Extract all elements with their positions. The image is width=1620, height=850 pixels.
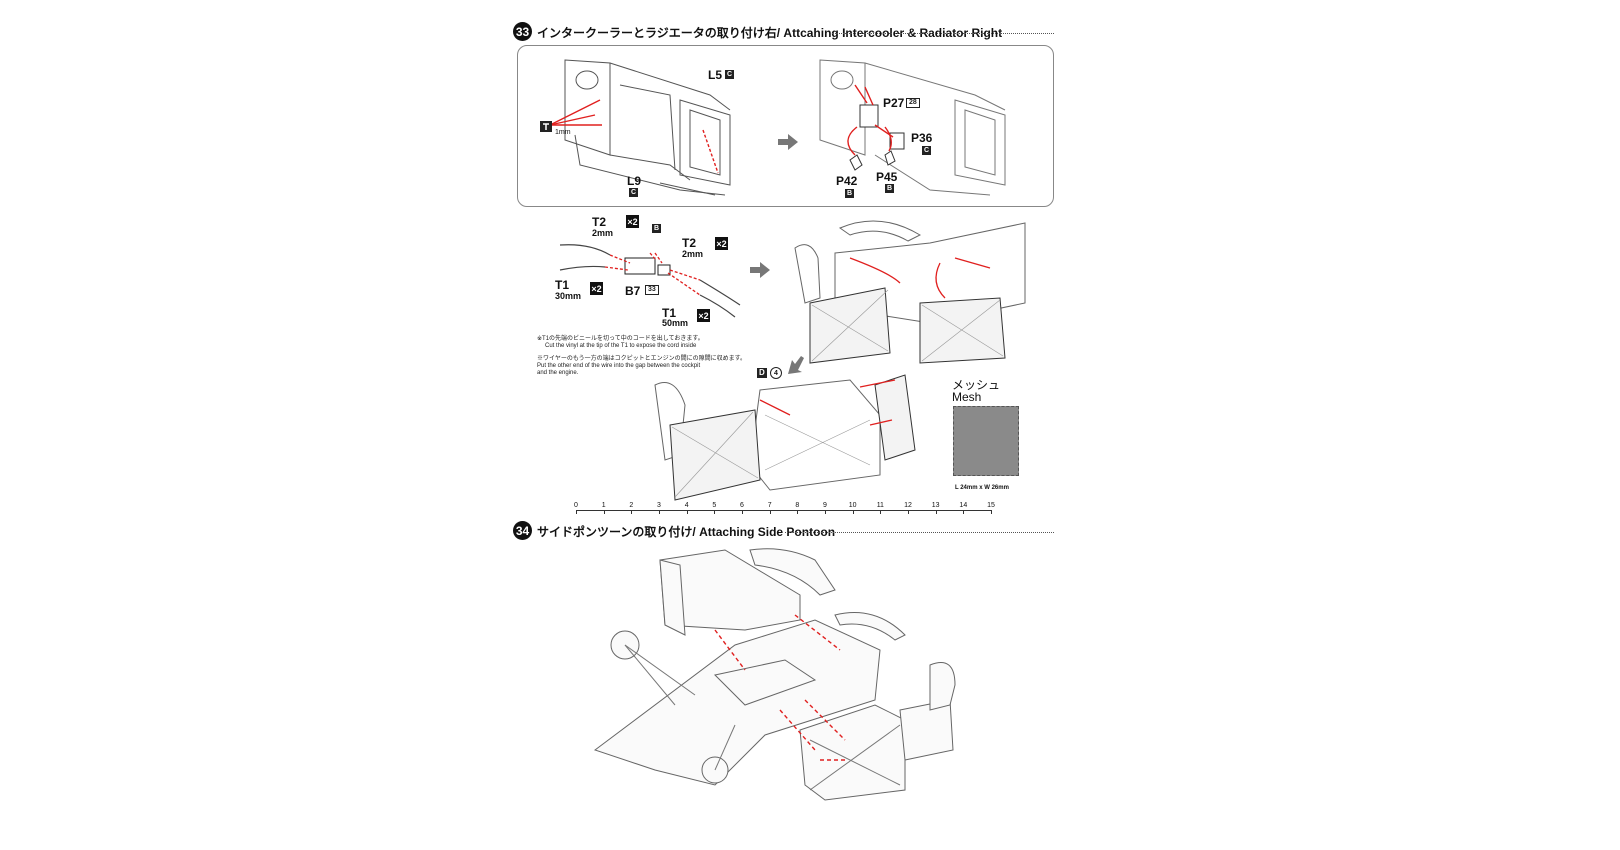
mesh-label-japanese: メッシュ — [952, 378, 1001, 392]
ruler-tick-label: 1 — [601, 502, 606, 509]
ruler-tick-label: 3 — [657, 502, 661, 509]
part-badge-b: B — [652, 224, 662, 233]
step-33-panel-1 — [517, 45, 1054, 207]
next-step-arrow-3 — [788, 356, 804, 374]
mesh-size-label: L 24mm x W 26mm — [955, 485, 1009, 491]
ruler-tick-label: 15 — [987, 502, 995, 509]
qty-badge-t2-a: ×2 — [626, 215, 639, 228]
ruler-tick-label: 10 — [848, 502, 857, 509]
ruler-tick-label: 14 — [959, 502, 968, 509]
ruler-tick-label: 2 — [629, 502, 634, 509]
ruler-tick — [576, 510, 577, 514]
qty-badge-t2-b: ×2 — [715, 237, 728, 250]
title-divider — [832, 33, 1054, 34]
part-label-p36: P36 — [911, 131, 933, 145]
part-label-l5: L5 — [708, 68, 723, 82]
part-badge-p36: C — [922, 146, 932, 155]
sidepod-frame-drawing-left — [549, 59, 731, 196]
ruler-tick-label: 5 — [712, 502, 717, 509]
ruler-tick — [769, 510, 771, 514]
radiator-intercooler-drawing — [794, 220, 1026, 364]
ruler-tick-label: 9 — [823, 502, 827, 509]
ruler-tick-label: 0 — [574, 502, 578, 509]
ruler-line — [576, 510, 991, 511]
wire-label-t2-a: T2 — [592, 215, 607, 229]
ruler-tick-label: 4 — [684, 502, 689, 509]
ruler-tick — [852, 510, 854, 514]
ruler-tick-label: 6 — [740, 502, 744, 509]
part-label-p27: P27 — [883, 96, 905, 110]
ruler-tick-label: 7 — [767, 502, 772, 509]
qty-badge-t1-a: ×2 — [590, 282, 603, 295]
step-34-title: サイドポンツーンの取り付け/ Attaching Side Pontoon — [537, 525, 836, 539]
step-34-number: 34 — [513, 521, 532, 540]
part-badge-b7: 33 — [645, 285, 659, 295]
ruler-tick — [880, 510, 882, 514]
ruler-tick — [686, 510, 688, 514]
step-33-title: インタークーラーとラジエータの取り付け右/ Attcahing Intercoo… — [537, 26, 1003, 40]
next-step-arrow-2 — [750, 262, 770, 278]
decal-number: 4 — [770, 367, 782, 379]
part-label-p45: P45 — [876, 170, 898, 184]
part-badge-p45: B — [885, 184, 895, 193]
car-chassis-pontoon-drawing — [593, 548, 956, 801]
part-label-l9: L9 — [627, 174, 642, 188]
note-1-japanese: ※T1の先端のビニールを切って中のコードを出しておきます。 — [537, 336, 704, 342]
wiring-diagram — [559, 244, 741, 318]
wire-length-t2-b: 2mm — [682, 249, 704, 259]
ruler-tick — [742, 510, 743, 514]
part-badge-l5: C — [725, 70, 735, 79]
ruler-tick — [991, 510, 992, 514]
mesh-swatch — [953, 406, 1019, 476]
ruler-tick-label: 13 — [931, 502, 940, 509]
part-badge-p42: B — [845, 189, 855, 198]
drill-tool-icon — [540, 121, 552, 132]
note-2-english-line1: Put the other end of the wire into the g… — [537, 363, 701, 369]
wire-length-t2-a: 2mm — [592, 228, 614, 238]
ruler-tick-label: 8 — [795, 502, 800, 509]
wire-label-t1-a: T1 — [555, 278, 570, 292]
ruler-tick-label: 11 — [876, 502, 884, 509]
ruler-tick — [659, 510, 660, 514]
note-2-english-line2: and the engine. — [537, 370, 579, 376]
wire-length-t1-a: 30mm — [555, 291, 582, 301]
sidepod-frame-drawing-right — [819, 59, 1006, 196]
ruler-tick — [825, 510, 826, 514]
wire-label-t2-b: T2 — [682, 236, 697, 250]
step-33-number: 33 — [513, 22, 532, 41]
ruler-tick — [631, 510, 633, 514]
title-divider-2 — [785, 532, 1054, 533]
part-badge-p27: 28 — [906, 98, 920, 108]
ruler-tick — [935, 510, 937, 514]
tool-size-label: 1mm — [555, 129, 571, 136]
ruler-tick — [908, 510, 909, 514]
note-1-english: Cut the vinyl at the tip of the T1 to ex… — [545, 343, 697, 349]
part-label-b7: B7 — [625, 284, 641, 298]
wire-length-t1-b: 50mm — [662, 318, 689, 328]
mesh-label-english: Mesh — [952, 390, 982, 404]
qty-badge-t1-b: ×2 — [697, 309, 710, 322]
ruler-tick-label: 12 — [904, 502, 912, 509]
wire-label-t1-b: T1 — [662, 306, 677, 320]
part-label-p42: P42 — [836, 174, 858, 188]
ruler-tick — [603, 510, 605, 514]
note-2-japanese: ※ワイヤーのもう一方の端はコクピットとエンジンの間にの隙間に収めます。 — [537, 356, 747, 362]
ruler-tick — [797, 510, 799, 514]
ruler-tick — [963, 510, 965, 514]
assembled-radiator-drawing — [654, 374, 916, 501]
part-badge-l9: C — [629, 188, 639, 197]
next-step-arrow — [778, 134, 798, 150]
decal-badge: D — [757, 368, 767, 378]
ruler-tick — [714, 510, 716, 514]
